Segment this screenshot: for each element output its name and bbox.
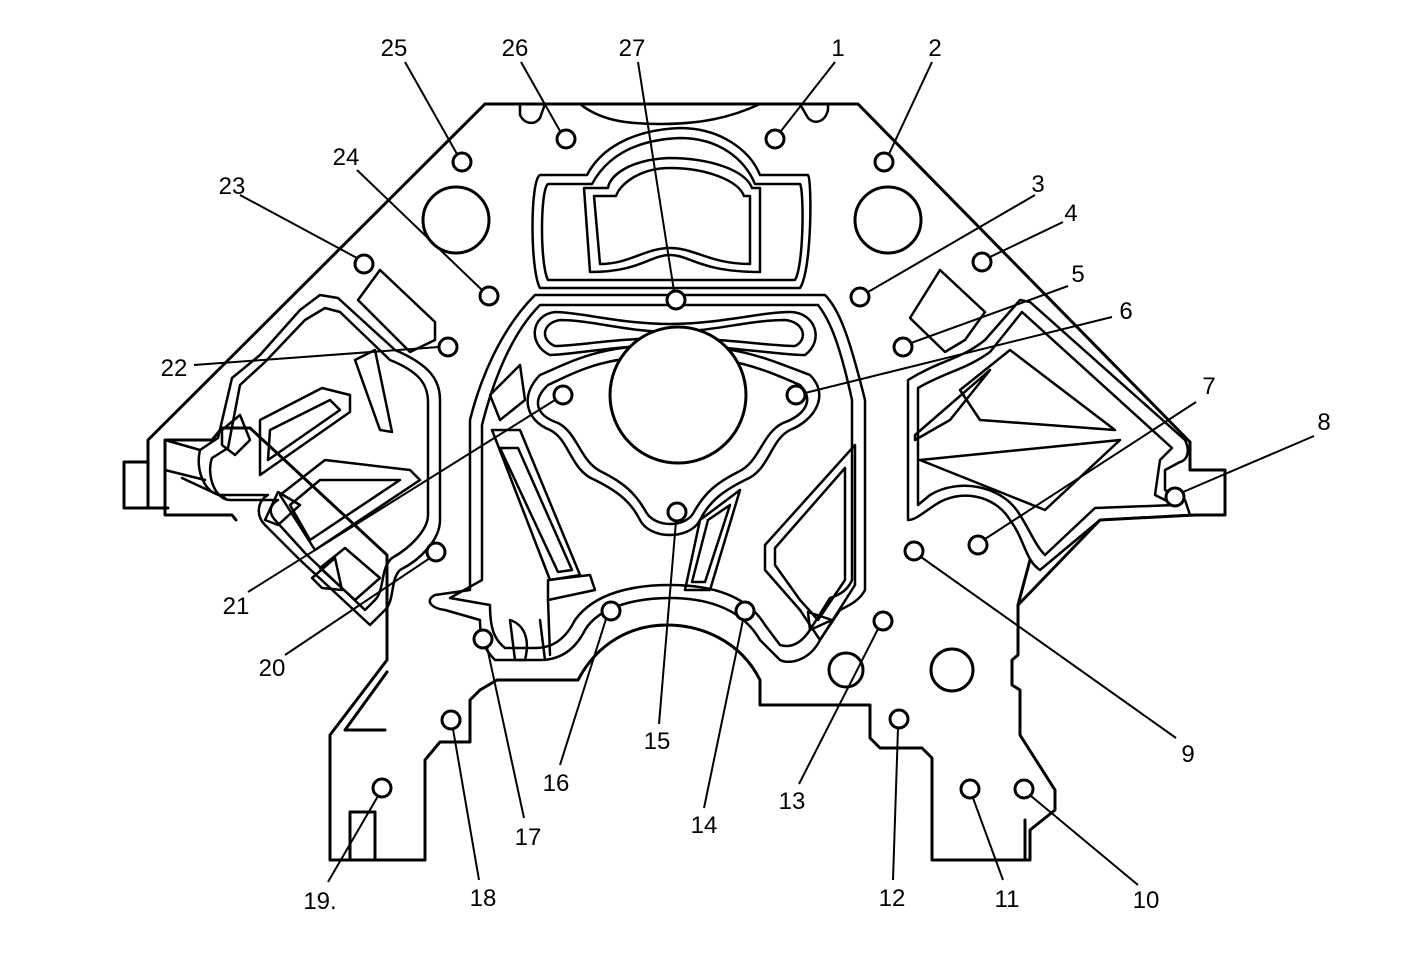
bolt-hole-12 bbox=[888, 708, 910, 730]
bolt-hole-26 bbox=[555, 128, 577, 150]
callout-11: 11 bbox=[995, 886, 1020, 913]
leader-4 bbox=[989, 221, 1064, 258]
callout-27: 27 bbox=[619, 35, 646, 62]
bolt-hole-2 bbox=[873, 151, 895, 173]
bolt-hole-7 bbox=[967, 534, 989, 556]
callout-20: 20 bbox=[259, 655, 286, 682]
leader-17 bbox=[486, 646, 525, 819]
block-internal-features bbox=[163, 126, 1192, 693]
callout-25: 25 bbox=[381, 35, 408, 62]
leader-18 bbox=[452, 728, 480, 881]
leader-9 bbox=[920, 556, 1177, 739]
leader-12 bbox=[892, 727, 899, 881]
bolt-hole-22 bbox=[437, 336, 459, 358]
bolt-hole-25 bbox=[451, 151, 473, 173]
bolt-hole-6 bbox=[785, 384, 807, 406]
bolt-hole-11 bbox=[959, 778, 981, 800]
leader-16 bbox=[559, 618, 607, 766]
bolt-hole-15 bbox=[666, 501, 688, 523]
leader-10 bbox=[1030, 795, 1139, 886]
bolt-hole-27 bbox=[665, 289, 687, 311]
callout-24: 24 bbox=[333, 144, 360, 171]
callout-1: 1 bbox=[831, 35, 844, 62]
callout-21: 21 bbox=[223, 593, 250, 620]
leader-lines bbox=[193, 61, 1315, 886]
bolt-hole-17 bbox=[472, 628, 494, 650]
callout-18: 18 bbox=[470, 885, 497, 912]
bolt-hole-23 bbox=[353, 253, 375, 275]
bolt-holes bbox=[353, 128, 1186, 800]
lower-center-plug bbox=[827, 651, 865, 689]
bolt-hole-18 bbox=[440, 709, 462, 731]
leader-3 bbox=[867, 194, 1036, 293]
callout-16: 16 bbox=[543, 770, 570, 797]
leader-2 bbox=[888, 61, 933, 155]
leader-6 bbox=[804, 316, 1113, 394]
bolt-hole-20 bbox=[425, 541, 447, 563]
leader-15 bbox=[658, 520, 677, 725]
bolt-hole-14 bbox=[734, 600, 756, 622]
leader-13 bbox=[798, 628, 879, 785]
leader-24 bbox=[356, 169, 483, 291]
lower-right-plug bbox=[929, 647, 975, 693]
leader-22 bbox=[193, 346, 440, 366]
callout-labels: 1 2 3 4 5 6 7 8 9 10 11 12 13 14 15 16 1… bbox=[161, 35, 1331, 915]
callout-26: 26 bbox=[502, 35, 529, 62]
callout-23: 23 bbox=[219, 173, 246, 200]
leader-19 bbox=[327, 795, 379, 883]
leader-1 bbox=[780, 61, 836, 132]
leader-7 bbox=[984, 401, 1197, 540]
callout-22: 22 bbox=[161, 355, 188, 382]
leader-5 bbox=[910, 285, 1069, 344]
bolt-hole-9 bbox=[903, 540, 925, 562]
bolt-hole-1 bbox=[764, 128, 786, 150]
bolt-hole-3 bbox=[849, 286, 871, 308]
bolt-hole-8 bbox=[1164, 486, 1186, 508]
leader-25 bbox=[404, 61, 458, 155]
bolt-hole-5 bbox=[892, 336, 914, 358]
left-core-plug bbox=[421, 185, 491, 255]
callout-17: 17 bbox=[515, 824, 542, 851]
callout-19: 19. bbox=[303, 888, 336, 915]
callout-2: 2 bbox=[928, 35, 941, 62]
right-core-plug bbox=[853, 185, 923, 255]
callout-4: 4 bbox=[1064, 200, 1077, 227]
bolt-hole-13 bbox=[872, 610, 894, 632]
callout-10: 10 bbox=[1133, 887, 1160, 914]
leader-20 bbox=[284, 557, 431, 656]
callout-15: 15 bbox=[644, 728, 671, 755]
callout-14: 14 bbox=[691, 812, 718, 839]
callout-7: 7 bbox=[1202, 373, 1215, 400]
leader-23 bbox=[239, 194, 358, 259]
callout-5: 5 bbox=[1071, 261, 1084, 288]
callout-8: 8 bbox=[1317, 409, 1330, 436]
leader-14 bbox=[703, 619, 744, 809]
leader-26 bbox=[520, 61, 561, 132]
bolt-hole-10 bbox=[1013, 778, 1035, 800]
bolt-hole-4 bbox=[971, 251, 993, 273]
callout-6: 6 bbox=[1119, 298, 1132, 325]
bolt-hole-19 bbox=[371, 777, 393, 799]
bolt-hole-16 bbox=[600, 600, 622, 622]
block-outline bbox=[122, 102, 1227, 862]
leader-27 bbox=[637, 61, 675, 292]
leader-21 bbox=[247, 399, 556, 593]
bolt-hole-21 bbox=[552, 384, 574, 406]
callout-3: 3 bbox=[1031, 171, 1044, 198]
bolt-hole-24 bbox=[478, 285, 500, 307]
leader-8 bbox=[1182, 435, 1315, 493]
leader-11 bbox=[972, 797, 1004, 881]
callout-12: 12 bbox=[879, 885, 906, 912]
callout-13: 13 bbox=[779, 788, 806, 815]
callout-9: 9 bbox=[1181, 741, 1194, 768]
crank-bore bbox=[608, 325, 748, 465]
